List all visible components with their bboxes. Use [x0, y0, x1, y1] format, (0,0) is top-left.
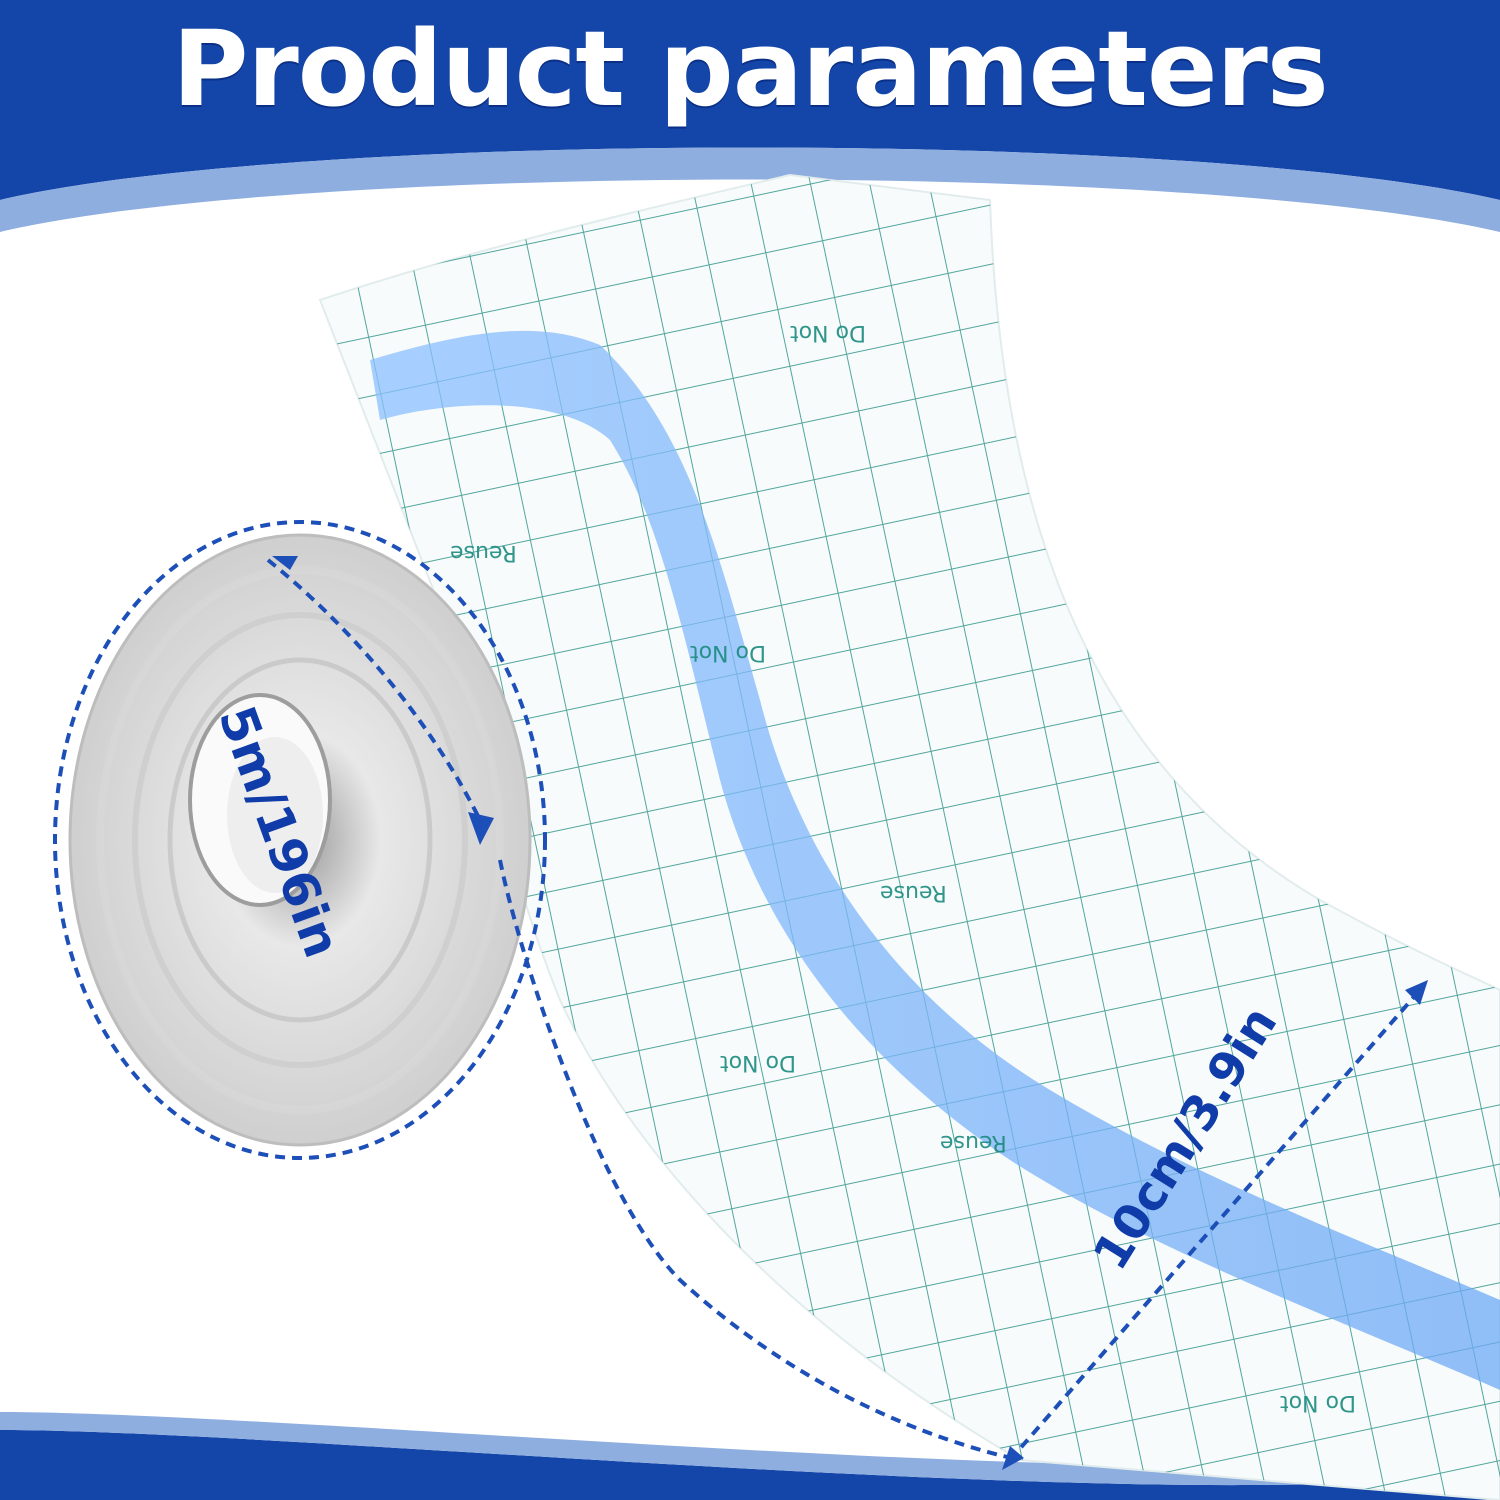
- tape-print-text: Do Not: [1280, 1390, 1356, 1415]
- page-title: Product parameters: [172, 8, 1328, 130]
- tape-print-text: Reuse: [450, 540, 517, 565]
- width-arrow: [1008, 988, 1422, 1462]
- footer-banner: [0, 1430, 1500, 1500]
- tape-print-text: Reuse: [880, 880, 947, 905]
- tape-print-text: Do Not: [720, 1050, 796, 1075]
- roll-outline-dashed: [53, 520, 547, 1160]
- tape-print-text: Do Not: [690, 640, 766, 665]
- tape-print-text: Do Not: [790, 320, 866, 345]
- header-banner: [0, 0, 1500, 200]
- tape-print-text: Reuse: [940, 1130, 1007, 1155]
- adhesive-strip-highlight: [370, 330, 1500, 1391]
